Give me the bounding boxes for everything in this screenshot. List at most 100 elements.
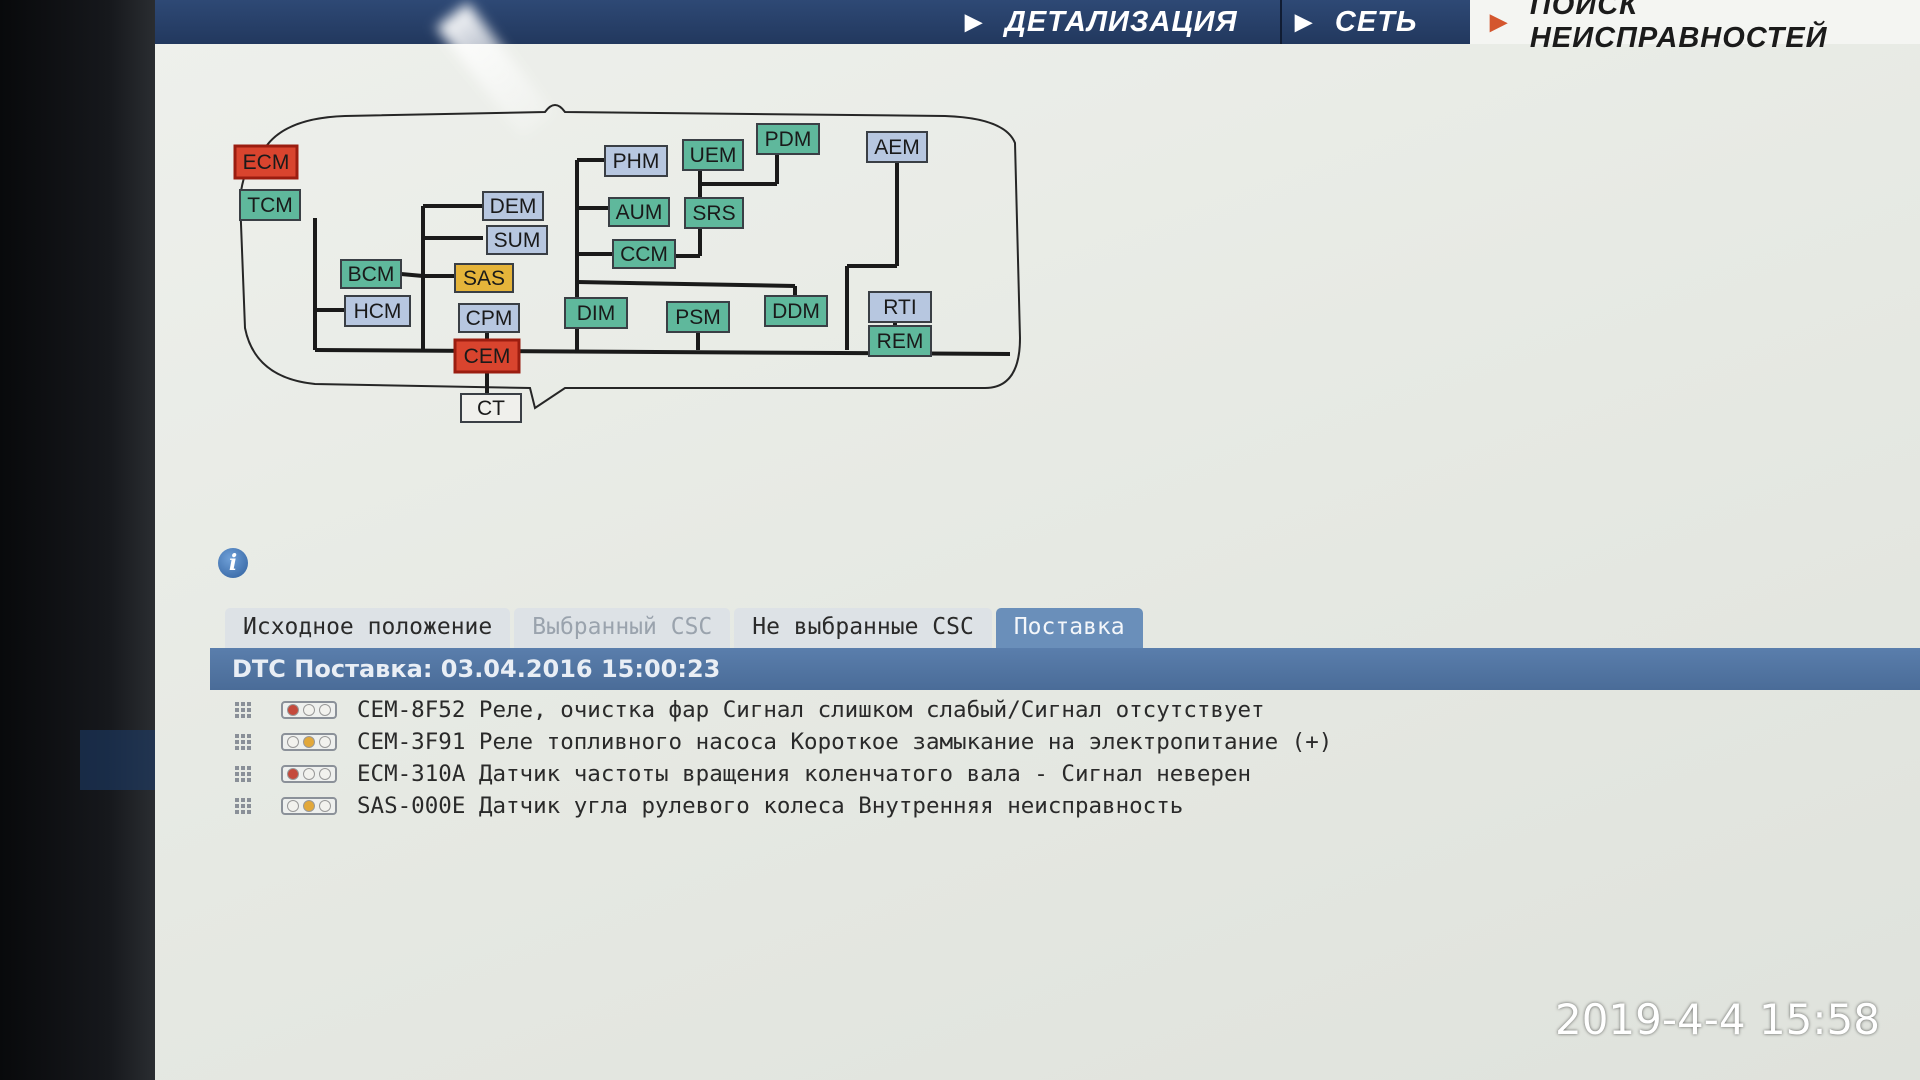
node-label: CEM: [464, 345, 511, 368]
status-lamp: [303, 800, 315, 812]
dtc-row[interactable]: CEM-3F91 Реле топливного насоса Короткое…: [235, 726, 1535, 758]
dtc-row[interactable]: CEM-8F52 Реле, очистка фар Сигнал слишко…: [235, 694, 1535, 726]
network-node-cpm[interactable]: CPM: [458, 303, 520, 333]
drag-handle-icon[interactable]: [235, 734, 251, 750]
nav-item-label: ПОИСК НЕИСПРАВНОСТЕЙ: [1529, 0, 1828, 54]
node-label: PDM: [765, 128, 812, 151]
network-node-rti[interactable]: RTI: [868, 291, 932, 323]
application-screen: ▶ ДЕТАЛИЗАЦИЯ ▶ СЕТЬ ▶ ПОИСК НЕИСПРАВНОС…: [155, 0, 1920, 1080]
network-node-psm[interactable]: PSM: [666, 301, 730, 333]
status-lights-icon: [281, 701, 337, 719]
node-label: PSM: [675, 306, 721, 329]
tab-unselected-csc[interactable]: Не выбранные CSC: [734, 608, 992, 648]
tab-selected-csc[interactable]: Выбранный CSC: [514, 608, 731, 648]
drag-handle-icon[interactable]: [235, 702, 251, 718]
network-node-uem[interactable]: UEM: [682, 139, 744, 171]
dtc-description: CEM-8F52 Реле, очистка фар Сигнал слишко…: [357, 697, 1265, 723]
status-lamp: [319, 736, 331, 748]
play-arrow-icon: ▶: [1295, 9, 1313, 34]
network-node-hcm[interactable]: HCM: [344, 295, 411, 327]
node-label: SRS: [692, 202, 735, 225]
network-node-dim[interactable]: DIM: [564, 297, 628, 329]
node-label: PHM: [613, 150, 660, 173]
node-label: RTI: [883, 296, 916, 319]
node-label: DDM: [772, 300, 820, 323]
network-node-dem[interactable]: DEM: [482, 191, 544, 221]
nav-item-network[interactable]: ▶ СЕТЬ: [1295, 0, 1417, 44]
network-node-srs[interactable]: SRS: [684, 197, 744, 229]
bus-lines: [313, 138, 1011, 408]
status-lamp: [303, 736, 315, 748]
network-node-pdm[interactable]: PDM: [756, 123, 820, 155]
network-node-cem[interactable]: CEM: [453, 338, 521, 374]
tab-delivery[interactable]: Поставка: [995, 608, 1143, 648]
network-node-tcm[interactable]: TCM: [239, 189, 301, 221]
nav-separator: [1280, 0, 1282, 44]
network-node-aem[interactable]: AEM: [866, 131, 928, 163]
dtc-row[interactable]: ECM-310A Датчик частоты вращения коленча…: [235, 758, 1535, 790]
node-box: [458, 303, 520, 333]
network-node-ecm[interactable]: ECM: [233, 144, 299, 180]
nav-item-fault-tracing[interactable]: ▶ ПОИСК НЕИСПРАВНОСТЕЙ: [1470, 0, 1920, 54]
status-lamp: [319, 768, 331, 780]
dtc-description: ECM-310A Датчик частоты вращения коленча…: [357, 761, 1252, 787]
status-lamp: [303, 704, 315, 716]
node-box: [604, 145, 668, 177]
nav-item-details[interactable]: ▶ ДЕТАЛИЗАЦИЯ: [965, 0, 1238, 44]
network-node-sum[interactable]: SUM: [486, 225, 548, 255]
dtc-list: CEM-8F52 Реле, очистка фар Сигнал слишко…: [235, 694, 1535, 822]
status-lamp: [287, 800, 299, 812]
node-label: DEM: [490, 195, 537, 218]
network-node-phm[interactable]: PHM: [604, 145, 668, 177]
tab-initial-position[interactable]: Исходное положение: [225, 608, 511, 648]
node-box: [868, 291, 932, 323]
node-box: [239, 189, 301, 221]
status-lamp: [319, 800, 331, 812]
status-lights-icon: [281, 733, 337, 751]
node-box: [666, 301, 730, 333]
node-box: [866, 131, 928, 163]
node-label: SAS: [463, 267, 505, 290]
network-node-sas[interactable]: SAS: [454, 263, 514, 293]
node-label: SUM: [494, 229, 541, 252]
status-lamp: [287, 704, 299, 716]
drag-handle-icon[interactable]: [235, 766, 251, 782]
top-navigation-bar: ▶ ДЕТАЛИЗАЦИЯ ▶ СЕТЬ ▶ ПОИСК НЕИСПРАВНОС…: [155, 0, 1920, 54]
node-box: [233, 144, 299, 180]
node-boxes: ECM TCM BCM HCM DEM SUM SAS CPM CEM CT PHM AUM CCM UE…: [233, 123, 932, 423]
node-box: [756, 123, 820, 155]
network-node-bcm[interactable]: BCM: [340, 259, 402, 289]
node-box: [454, 263, 514, 293]
node-box: [482, 191, 544, 221]
monitor-bezel: [0, 0, 155, 1080]
play-arrow-icon: ▶: [1490, 9, 1508, 34]
drag-handle-icon[interactable]: [235, 798, 251, 814]
dtc-description: SAS-000E Датчик угла рулевого колеса Вну…: [357, 793, 1184, 819]
car-outline: [238, 104, 1022, 410]
node-box: [682, 139, 744, 171]
vehicle-network-diagram: ECM TCM BCM HCM DEM SUM SAS CPM CEM CT PHM AUM CCM UE…: [233, 104, 1022, 423]
network-node-rem[interactable]: REM: [868, 325, 932, 357]
node-box: [486, 225, 548, 255]
status-lamp: [287, 736, 299, 748]
network-node-aum[interactable]: AUM: [608, 197, 670, 227]
network-node-ddm[interactable]: DDM: [764, 295, 828, 327]
node-label: BCM: [348, 263, 395, 286]
dtc-tabs: Исходное положение Выбранный CSC Не выбр…: [225, 604, 1147, 648]
node-label: AUM: [616, 201, 663, 224]
dtc-list-header: DTC Поставка: 03.04.2016 15:00:23: [210, 648, 1920, 690]
dtc-description: CEM-3F91 Реле топливного насоса Короткое…: [357, 729, 1333, 755]
network-node-ccm[interactable]: CCM: [612, 239, 676, 269]
node-label: HCM: [354, 300, 402, 323]
info-icon[interactable]: i: [218, 548, 248, 578]
node-box: [684, 197, 744, 229]
photo-timestamp: 2019-4-4 15:58: [1554, 995, 1880, 1044]
node-label: CT: [477, 397, 505, 420]
node-box: [453, 338, 521, 374]
play-arrow-icon: ▶: [965, 9, 983, 34]
dtc-row[interactable]: SAS-000E Датчик угла рулевого колеса Вну…: [235, 790, 1535, 822]
node-box: [460, 393, 522, 423]
node-box: [612, 239, 676, 269]
status-lamp: [319, 704, 331, 716]
network-node-ct[interactable]: CT: [460, 393, 522, 423]
